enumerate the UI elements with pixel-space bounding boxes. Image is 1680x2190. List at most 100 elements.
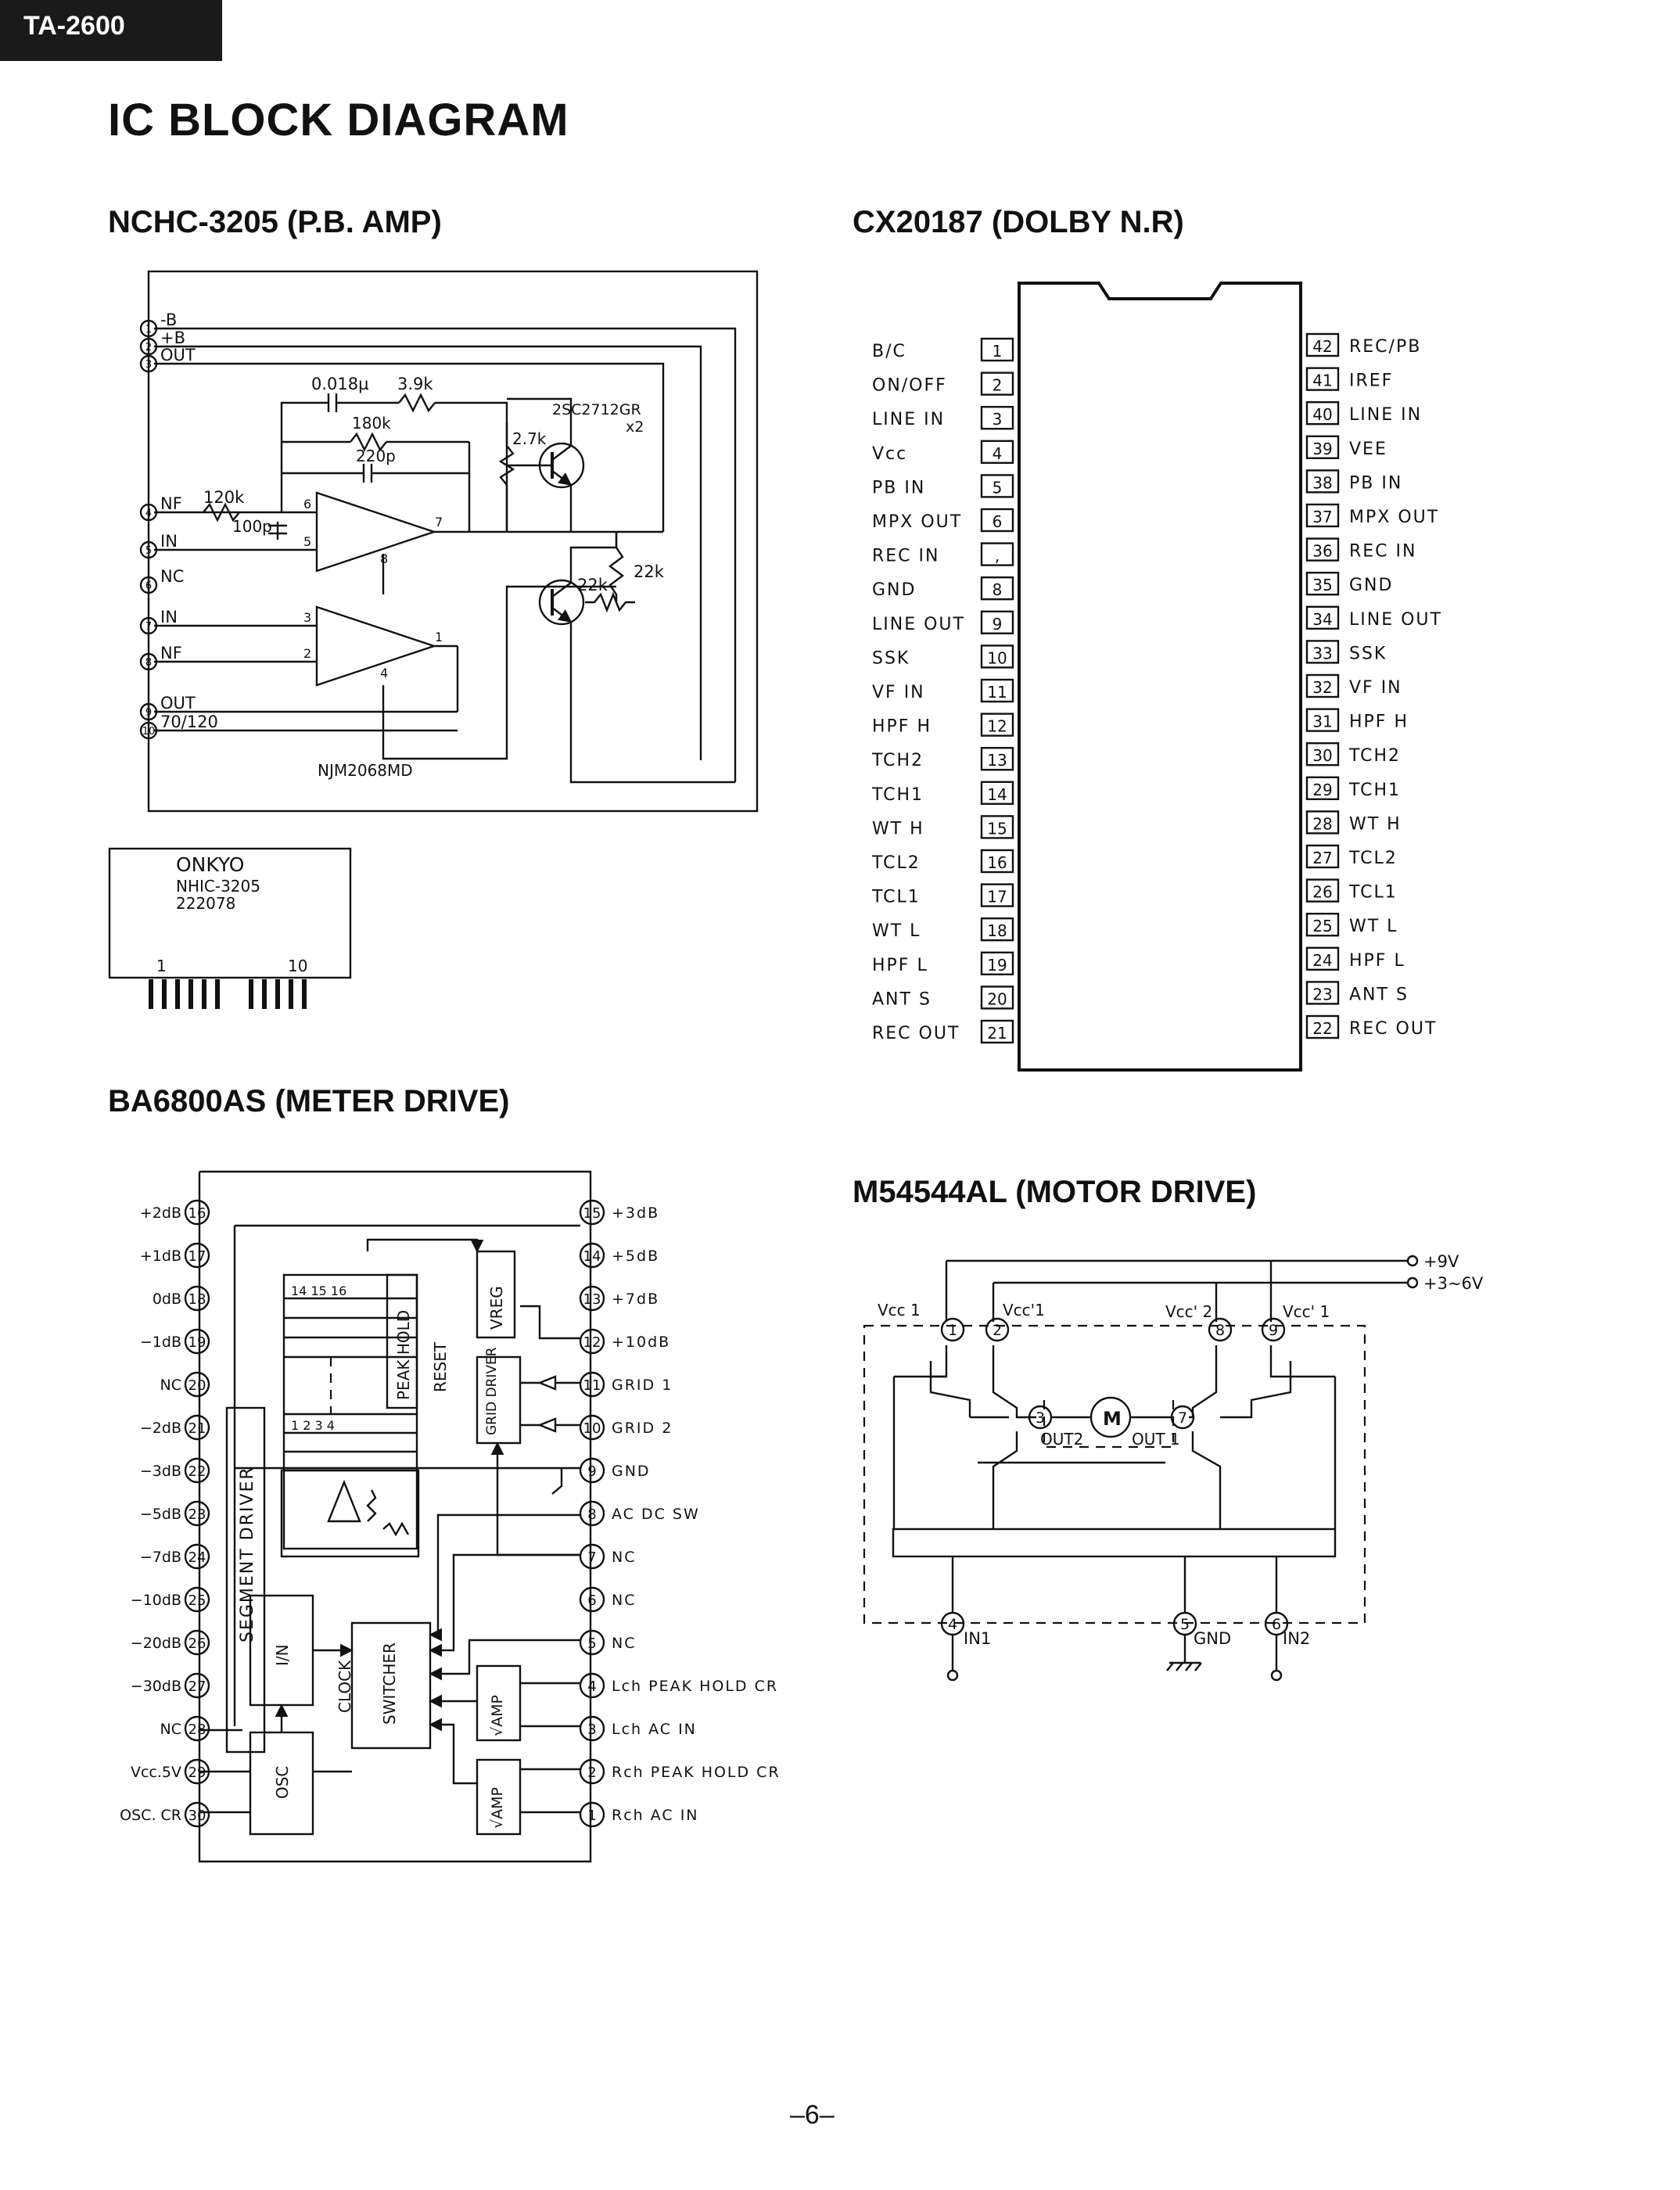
ba-pin-num: 21	[188, 1420, 206, 1437]
cx-pin-24: 24	[1312, 951, 1332, 970]
cx-left-label: TCL2	[871, 853, 921, 873]
cx-pin-box	[980, 815, 1014, 839]
cx-left-label: REC OUT	[872, 1024, 960, 1043]
ba-right-label: Lch PEAK HOLD CR	[612, 1678, 778, 1695]
ba-pin-3	[579, 1715, 605, 1742]
ba-pin-num: 9	[587, 1463, 596, 1480]
ba-pin-num: 8	[587, 1506, 596, 1523]
cx-left-label: Vcc	[872, 444, 907, 464]
nchc-pin-num: 4	[145, 508, 152, 519]
cx-pin-41: 41	[1312, 372, 1332, 390]
nchc-pin-num: 7	[145, 621, 152, 633]
cx-pin-box	[1305, 1014, 1340, 1039]
ba-pin-14	[579, 1242, 605, 1269]
m5-vcc2: Vcc' 2	[1165, 1302, 1212, 1321]
cx-right-label: WT L	[1349, 917, 1398, 936]
m5-out2: OUT2	[1040, 1430, 1083, 1449]
package-leg	[175, 979, 180, 1009]
cx-pin-box	[1305, 810, 1340, 835]
nchc-pin-num: 2	[145, 342, 152, 354]
ba-pin-20	[184, 1371, 210, 1398]
nchc-transistor: 2SC2712GR	[552, 401, 641, 418]
cx-pin-box	[980, 883, 1014, 907]
cx-right-label: TCL1	[1348, 883, 1398, 903]
page-title: IC BLOCK DIAGRAM	[108, 95, 569, 145]
cx-pin-box	[1305, 776, 1340, 800]
cx-pin-box	[1305, 640, 1340, 664]
m5-pin-2	[985, 1317, 1010, 1342]
nchc-pin-num: 1	[145, 324, 152, 336]
opamp-a-pin-6: 6	[303, 497, 311, 512]
ba-pin-30	[184, 1801, 210, 1828]
package-pin-first: 1	[156, 957, 167, 975]
supply-9v: +9V	[1423, 1252, 1459, 1271]
cx-left-label: B/C	[872, 342, 906, 361]
cx-pin-box	[1305, 912, 1340, 937]
ba-diagram: 16+2dB17+1dB180dB19−1dB20NC21−2dB22−3dB2…	[120, 1170, 779, 1863]
cx-pin-40: 40	[1312, 405, 1332, 424]
cx-right-label: REC IN	[1349, 542, 1417, 562]
ba-right-label: +7dB	[612, 1291, 659, 1308]
ba-right-label: NC	[612, 1592, 636, 1609]
cx-pin-box	[1305, 981, 1340, 1005]
ba-right-label: GRID 2	[612, 1420, 673, 1437]
cx-pin-12: 12	[987, 717, 1007, 736]
cx-right-label: REC/PB	[1349, 337, 1421, 357]
ba-pin-num: 11	[583, 1377, 601, 1394]
nchc-c3: 100p	[232, 517, 272, 536]
ba-pin-num: 6	[587, 1592, 596, 1609]
ba-pin-num: 23	[188, 1506, 206, 1523]
opamp-a-pin-8: 8	[380, 551, 388, 566]
cx-pin-27: 27	[1312, 849, 1332, 867]
ba-pin-22	[184, 1457, 210, 1484]
nchc-pin-num: 8	[145, 657, 152, 669]
cx-right-label: LINE IN	[1349, 405, 1422, 425]
cx-pin-box	[1305, 844, 1340, 869]
ba-pin-num: 24	[188, 1549, 206, 1566]
ba-left-label: −2dB	[140, 1420, 181, 1437]
ba-left-label: NC	[160, 1721, 181, 1738]
cx-pin-box	[1305, 435, 1340, 459]
nchc-pin-label: -B	[160, 311, 177, 329]
switcher-block	[350, 1621, 432, 1750]
package-leg	[249, 979, 253, 1009]
cx-pin-33: 33	[1312, 644, 1332, 662]
cx-pin-box	[1305, 946, 1340, 971]
ba-pin-9	[579, 1457, 605, 1484]
ba-pin-24	[184, 1543, 210, 1570]
cx-pin-box	[980, 474, 1014, 498]
nchc-pin-label: NC	[160, 567, 184, 586]
cx-left-label: TCH2	[871, 751, 924, 770]
ba-pin-5	[579, 1629, 605, 1656]
m5-in1: IN1	[964, 1629, 991, 1648]
package-leg	[162, 979, 167, 1009]
opamp-b-pin-3: 3	[303, 610, 311, 625]
ba-pin-21	[184, 1414, 210, 1441]
nchc-r5: 22k	[577, 576, 608, 594]
cx-left-label: GND	[872, 580, 916, 600]
cx-right-label: TCL2	[1348, 849, 1398, 868]
ba-pin-12	[579, 1328, 605, 1355]
cx-pin-20: 20	[987, 989, 1007, 1008]
ba-pin-num: 15	[583, 1205, 601, 1222]
cx-left-label: ANT S	[872, 989, 932, 1009]
ba-left-label: OSC. CR	[120, 1807, 181, 1824]
amp2-label: √AMP	[489, 1787, 506, 1829]
segment-driver-block	[225, 1406, 266, 1754]
cx-pin-box	[980, 406, 1014, 430]
cx-pin-10: 10	[987, 648, 1007, 667]
cx-pin-37: 37	[1312, 508, 1332, 526]
cx-heading: CX20187 (DOLBY N.R)	[853, 205, 1184, 239]
ba-heading: BA6800AS (METER DRIVE)	[108, 1084, 510, 1118]
peak-hold-label: PEAK HOLD	[394, 1310, 413, 1400]
ba-left-label: −7dB	[140, 1549, 181, 1566]
cx-pin-box	[980, 986, 1014, 1010]
m5-pin-num: 5	[1180, 1616, 1190, 1633]
cx-pin-box	[1305, 537, 1340, 562]
cx-pin-box	[980, 849, 1014, 874]
nchc-pin-num: 5	[145, 545, 152, 557]
ba-left-label: −3dB	[140, 1463, 181, 1480]
m5-pin-num: 1	[948, 1322, 957, 1339]
ba-pin-18	[184, 1285, 210, 1312]
ba-pin-2	[579, 1758, 605, 1785]
